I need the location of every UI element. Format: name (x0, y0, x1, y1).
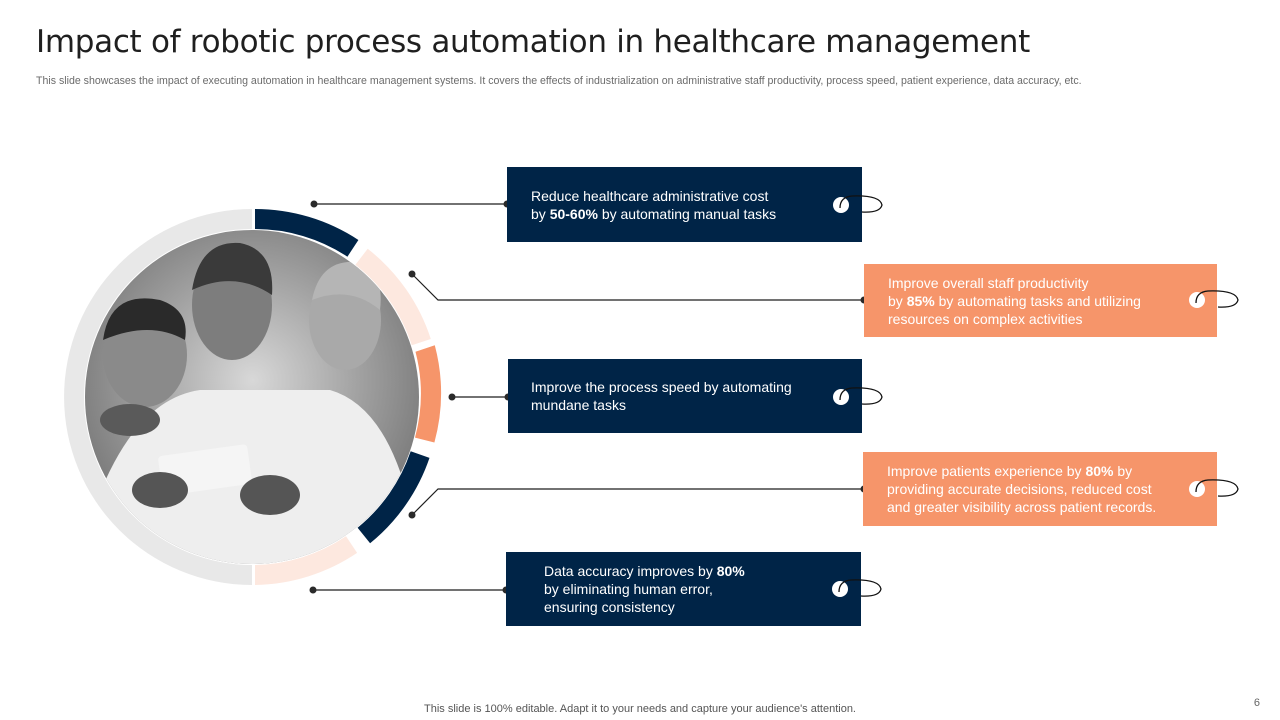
ring-segment-orange (415, 345, 442, 443)
card-text: Data accuracy improves by (544, 563, 717, 579)
ring-segment-peach-2 (255, 536, 358, 585)
card-text: Reduce healthcare administrative cost by (531, 187, 769, 222)
impact-card-patient-experience: Improve patients experience by 80% by pr… (863, 452, 1217, 526)
card-text: by providing accurate decisions, reduced… (887, 463, 1157, 515)
page-number: 6 (1253, 697, 1260, 709)
card-text: Improve the process speed by automating … (531, 379, 792, 413)
card-highlight: 50-60% (549, 205, 598, 222)
impact-card-staff-productivity: Improve overall staff productivity by 85… (864, 264, 1217, 337)
card-text: by automating manual tasks (597, 205, 777, 222)
connector-lines (313, 203, 864, 591)
impact-card-data-accuracy: Data accuracy improves by 80% by elimina… (506, 552, 861, 626)
card-text: by automating tasks and utilizing resour… (888, 292, 1141, 327)
tag-icon (833, 387, 883, 405)
impact-card-process-speed: Improve the process speed by automating … (508, 359, 862, 433)
tag-icon (833, 195, 883, 213)
ring-segment-peach-1 (355, 248, 431, 346)
ring-segment-gray (64, 209, 252, 585)
tag-icon (1189, 479, 1239, 497)
card-text: Improve overall staff productivity by (888, 274, 1089, 309)
ring-segment-navy-2 (357, 451, 430, 544)
ring-segment-navy-1 (255, 209, 359, 257)
card-text: Improve patients experience by (887, 463, 1086, 479)
tag-icon (1189, 290, 1239, 308)
impact-card-admin-cost: Reduce healthcare administrative cost by… (507, 167, 862, 242)
card-text: by eliminating human error, ensuring con… (544, 581, 713, 615)
slide-footer: This slide is 100% editable. Adapt it to… (424, 703, 856, 715)
card-highlight: 85% (906, 292, 935, 309)
doctors-photo (85, 230, 419, 564)
slide-title: Impact of robotic process automation in … (36, 24, 1030, 60)
tag-icon (832, 579, 882, 597)
card-highlight: 80% (716, 563, 745, 579)
card-highlight: 80% (1085, 463, 1114, 479)
slide-subtitle: This slide showcases the impact of execu… (36, 75, 1082, 87)
